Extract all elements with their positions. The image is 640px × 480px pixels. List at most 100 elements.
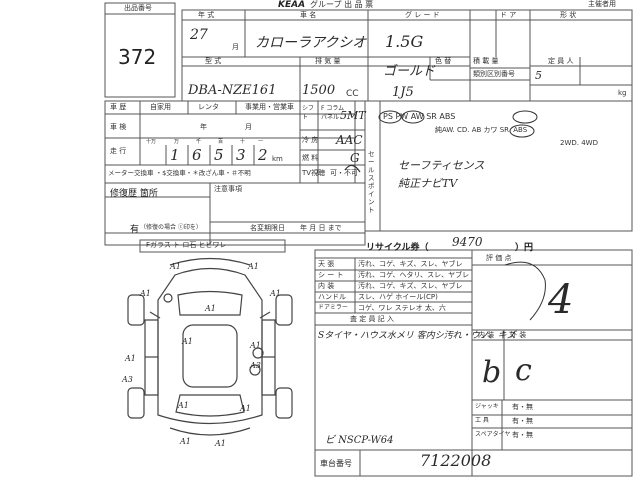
mileage-digit: 6 — [192, 146, 202, 164]
damage-mark: A1 — [180, 437, 191, 446]
repair-has: 有 — [130, 225, 140, 235]
recycle-unit: ）円 — [515, 243, 534, 253]
capacity-value: 5 — [535, 69, 542, 82]
rename-deadline-value: 年 月 日 まで — [300, 224, 342, 232]
shift-value: 5MT — [340, 109, 366, 122]
equipment-options: PS PW AW SR ABS — [383, 112, 456, 121]
month-suffix: 月 — [232, 43, 239, 51]
business-use: 事業用・営業車 — [245, 103, 294, 111]
shape-label: 形 状 — [560, 11, 577, 19]
lot-label: 出品番号 — [124, 4, 152, 12]
car-diagram — [127, 257, 293, 436]
digit-label-100: 百 — [218, 139, 224, 145]
inspector-note-2: ビ NSCP-W64 — [325, 435, 394, 446]
selling-point-1: セーフティセンス — [398, 159, 485, 172]
selling-point-label: セールスポイント — [368, 150, 375, 214]
model-label: 型 式 — [205, 57, 222, 65]
digit-label-1k: 千 — [196, 139, 202, 145]
selling-point-2: 純正ナビTV — [398, 177, 458, 190]
damage-mark: A1 — [240, 404, 251, 413]
mileage-digit: 5 — [214, 146, 224, 164]
spare-yes-no: 有・無 — [512, 431, 533, 439]
damage-mark: A1 — [248, 262, 259, 271]
digit-label-100k: 十万 — [146, 139, 157, 145]
repair-title: 修復歴 箇所 — [110, 189, 158, 199]
drive-type: 2WD. 4WD — [560, 139, 598, 147]
condition-values: 汚れ、コゲ、キズ、スレ、ヤブレ — [358, 260, 463, 268]
capacity-label: 定 員 人 — [548, 57, 574, 65]
damage-mark: A1 — [270, 289, 281, 298]
exterior-grade: c — [515, 353, 532, 388]
rename-deadline-label: 名変期限日 — [250, 224, 285, 232]
condition-values: スレ、ハゲ ホイール(CP) — [358, 293, 438, 301]
mileage-digit: 1 — [170, 146, 180, 164]
tv-label: TV視聴 — [302, 169, 326, 177]
door-label: ド ア — [500, 11, 517, 19]
car-name-label: 車 名 — [300, 11, 317, 19]
brand-logo: KEAA — [278, 0, 306, 10]
mileage-label: 走 行 — [110, 147, 127, 155]
digit-label-1: 一 — [258, 139, 264, 145]
damage-mark: A1 — [170, 262, 181, 271]
ac-label: 冷 房 — [302, 136, 319, 144]
damage-mark: A3 — [250, 361, 261, 370]
color-label: 色 替 — [435, 57, 452, 65]
year-value: 27 — [190, 27, 208, 43]
interior-label: 内 装 — [478, 331, 495, 339]
inspection-year-unit: 年 — [200, 123, 207, 131]
repair-deduction: （修復の場合 ⓒ印を） — [140, 224, 202, 231]
shift-label: シフト — [302, 105, 315, 121]
shift-options: F コラム パネル — [321, 105, 345, 121]
damage-mark: A3 — [122, 375, 133, 384]
eval-value: 4 — [548, 277, 574, 323]
meter-note: メーター交換車 ・$交換車・＊改ざん車・＃不明 — [108, 169, 251, 177]
displacement-label: 排 気 量 — [315, 57, 341, 65]
condition-name: ドアミラー — [318, 304, 348, 311]
form-title: グループ 出 品 票 — [310, 0, 374, 9]
ac-value: AAC — [336, 133, 363, 147]
tools-yes-no: 有・無 — [512, 417, 533, 425]
damage-mark: A1 — [215, 439, 226, 448]
load-label: 積 載 量 — [473, 57, 499, 65]
lot-number: 372 — [118, 45, 157, 69]
damage-key: Fガラス ト ロ石 ヒビワレ — [146, 241, 227, 249]
jack-yes-no: 有・無 — [512, 403, 533, 411]
grade-value: 1.5G — [385, 32, 424, 51]
kg-unit: kg — [618, 89, 627, 97]
mileage-digit: 2 — [258, 146, 268, 164]
condition-name: 内 装 — [318, 282, 335, 290]
inspection-label: 車 検 — [110, 123, 127, 131]
organizer-label: 主催者用 — [588, 0, 616, 8]
grade-label: グ レ ー ド — [405, 11, 440, 19]
spare-label: スペアタイヤ — [475, 431, 511, 438]
damage-mark: A1 — [250, 341, 261, 350]
model-value: DBA-NZE161 — [188, 83, 277, 98]
chassis-label: 車台番号 — [320, 459, 352, 468]
inspection-month-unit: 月 — [245, 123, 252, 131]
inspector-title: 査 定 員 記 入 — [350, 315, 394, 323]
fuel-label: 燃 料 — [302, 154, 319, 162]
category-label: 車 歴 — [110, 103, 127, 111]
recycle-value: 9470 — [452, 235, 483, 249]
year-label: 年 式 — [198, 11, 215, 19]
condition-name: 天 張 — [318, 260, 335, 268]
damage-mark: A1 — [205, 304, 216, 313]
recycle-label: リサイクル券（ — [366, 243, 429, 253]
exterior-label: 外 装 — [510, 331, 527, 339]
rental-use: レンタ — [198, 103, 219, 111]
cc-unit: CC — [346, 89, 359, 99]
notes-label: 注意事項 — [214, 185, 242, 193]
condition-name: ハンドル — [318, 293, 346, 301]
digit-label-10k: 万 — [174, 139, 180, 145]
condition-values: コゲ、ワレ ステレオ 太、六 — [358, 304, 446, 312]
tv-choice: 可・不可 — [330, 169, 358, 177]
condition-values: 汚れ、コゲ、キズ、スレ、ヤブレ — [358, 282, 463, 290]
damage-mark: A1 — [178, 401, 189, 410]
car-name-value: カローラアクシオ — [255, 35, 367, 51]
fuel-value: G — [350, 151, 360, 165]
km-unit: km — [272, 155, 283, 163]
equipment-sub-options: 純AW. CD. AB カワ SR. ABS — [435, 126, 528, 134]
displacement-value: 1500 — [302, 83, 336, 98]
private-use: 自家用 — [150, 103, 171, 111]
